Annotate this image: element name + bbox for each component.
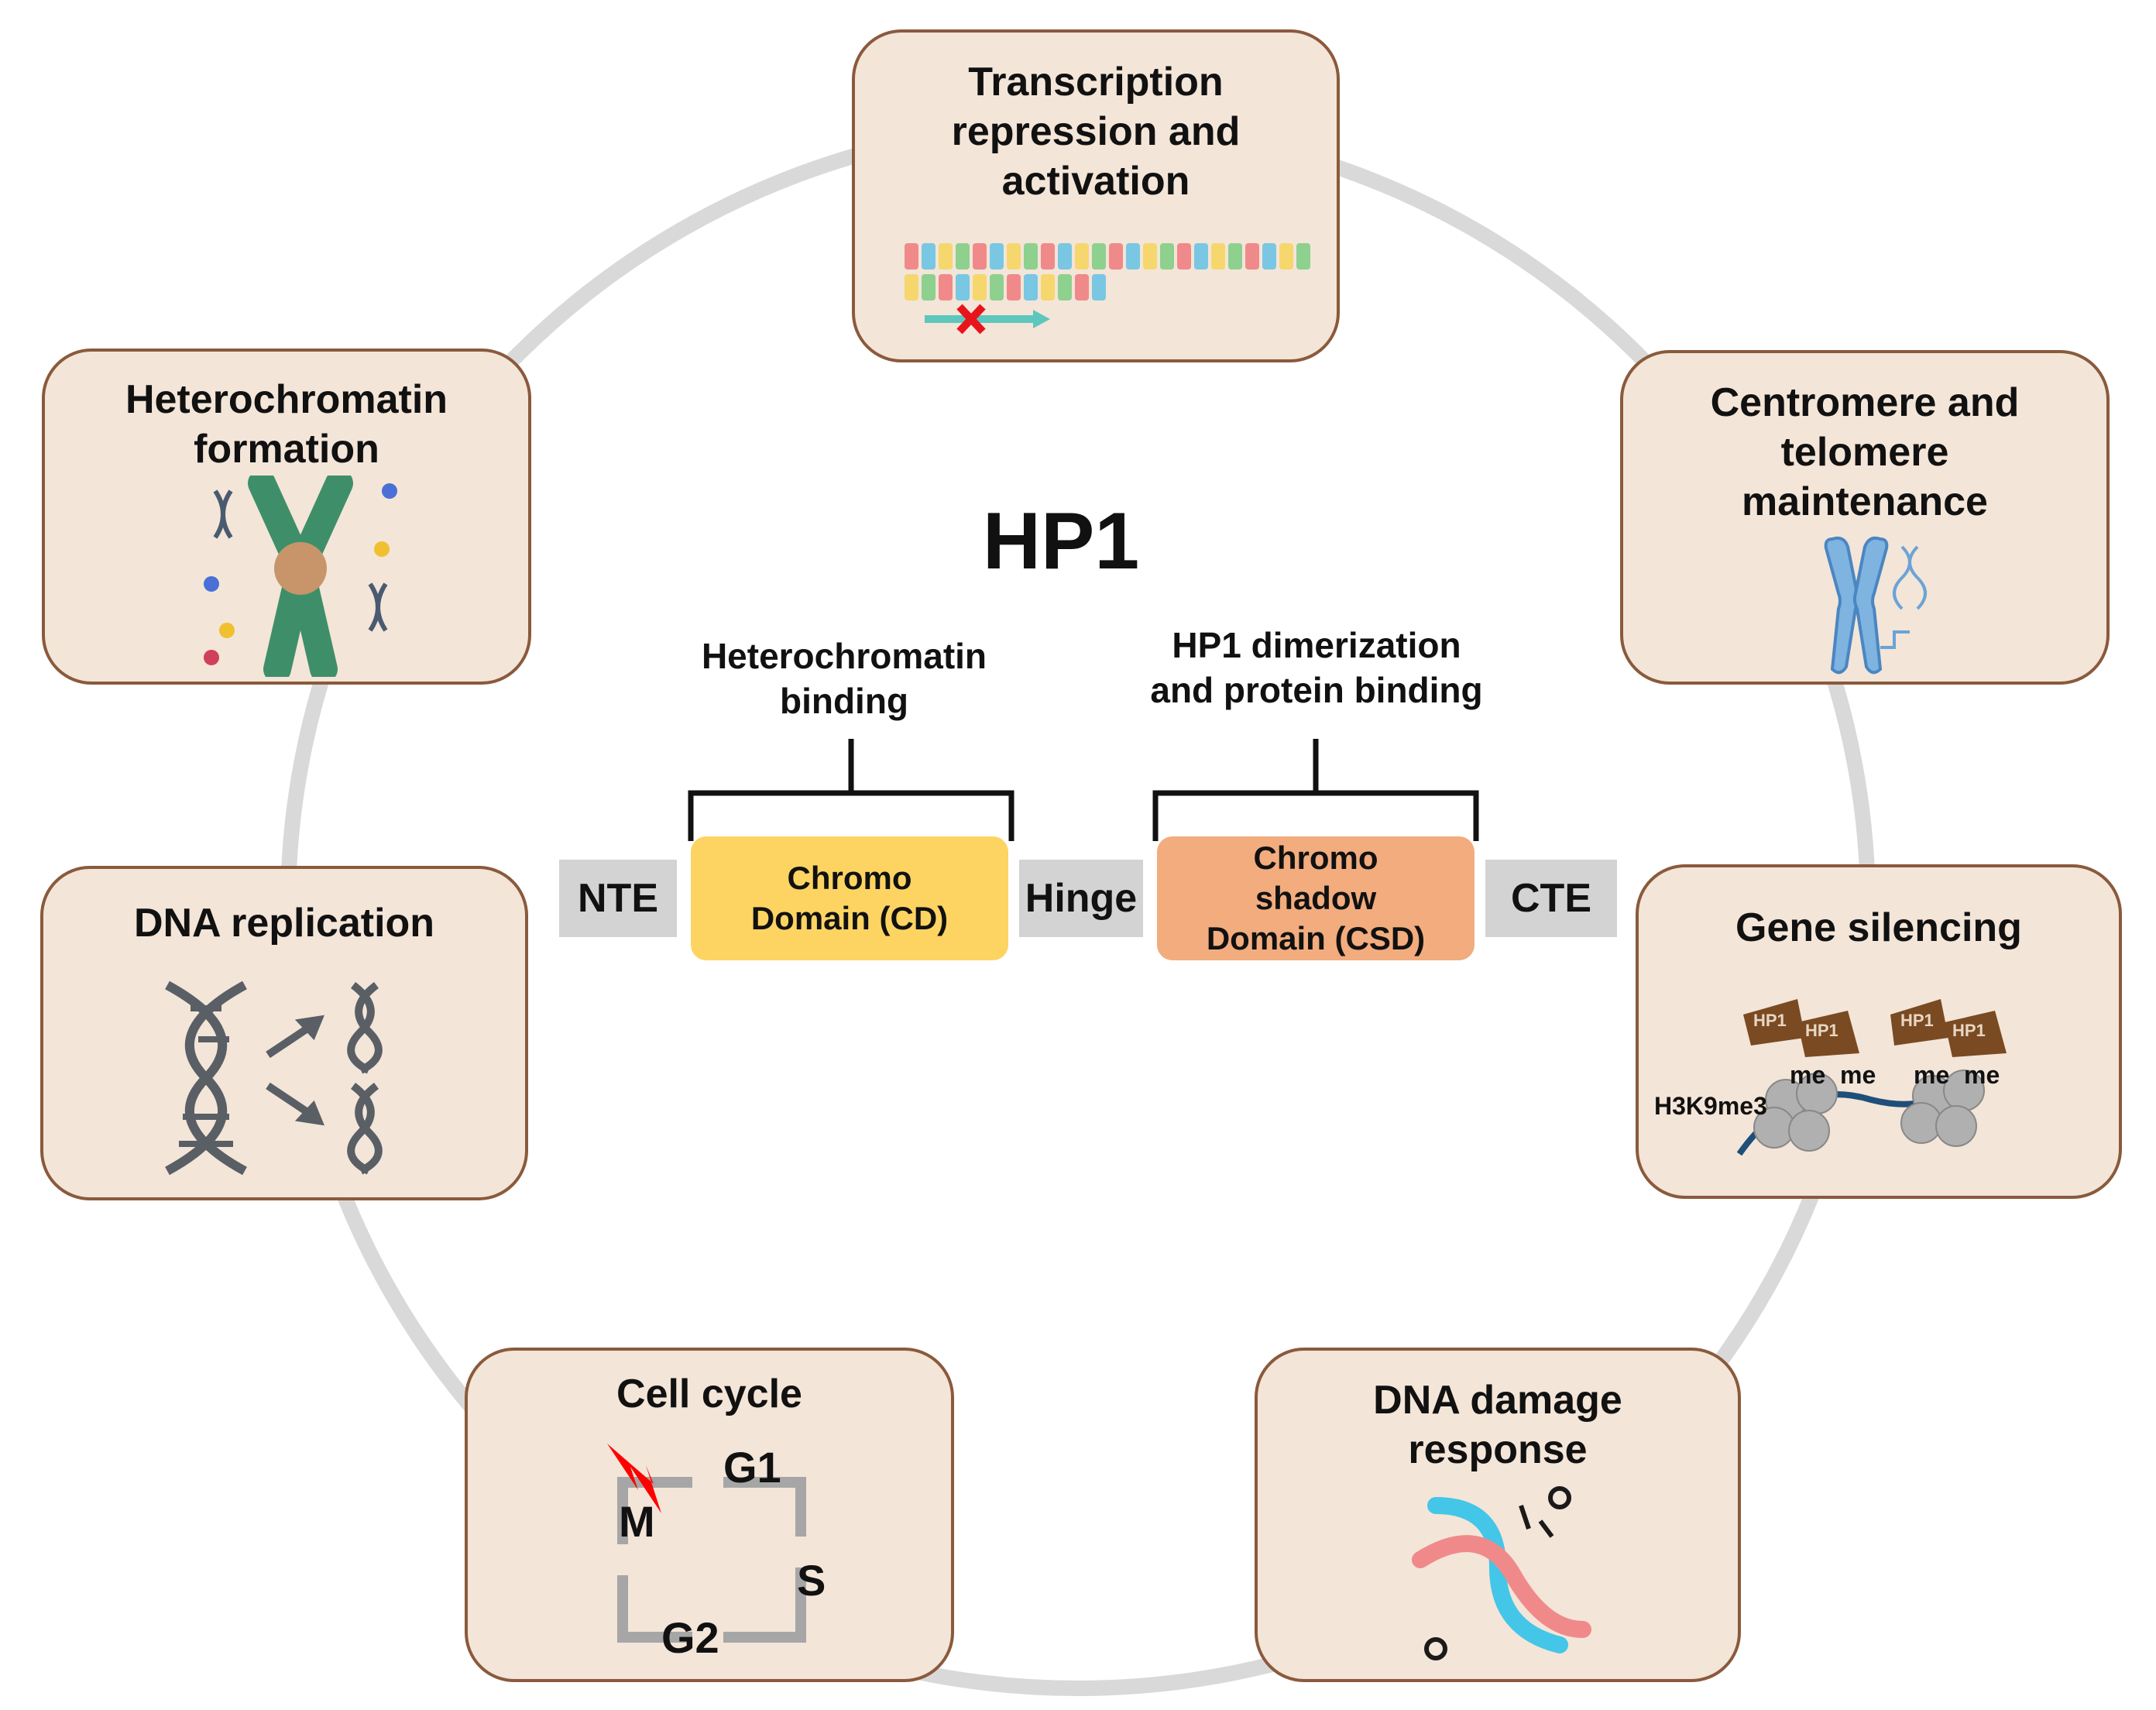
dna-replication-icon (165, 980, 383, 1176)
gs-me-label-2: me (1840, 1061, 1876, 1089)
card-dna-replication: DNA replication (40, 866, 528, 1200)
card-centromere: Centromere and telomere maintenance (1620, 350, 2110, 685)
card-cell-cycle: Cell cycle G1 M S G2 (465, 1348, 954, 1682)
hp1-nucleosome-icon (1736, 999, 2007, 1156)
nucleosome-array-icon (905, 243, 1310, 335)
card-heterochromatin-title: Heterochromatin formation (125, 377, 448, 472)
gs-h3k9me3-label: H3K9me3 (1654, 1092, 1767, 1120)
phase-s-label: S (797, 1556, 826, 1605)
card-gene-silencing-title: Gene silencing (1735, 905, 2022, 950)
gs-hp1-label-4: HP1 (1952, 1021, 1986, 1040)
gs-me-label-4: me (1964, 1061, 2000, 1089)
cell-cycle-arrows-icon (607, 1444, 806, 1643)
hp1-title: HP1 (982, 496, 1140, 586)
heterochromatin-icon (204, 476, 397, 677)
damaged-dna-icon (1412, 1486, 1591, 1660)
gs-hp1-label-1: HP1 (1753, 1011, 1787, 1030)
gs-hp1-label-3: HP1 (1900, 1011, 1934, 1030)
card-transcription: Transcription repression and activation (852, 29, 1340, 362)
chromosome-icon (1824, 536, 1927, 675)
gs-me-label-3: me (1914, 1061, 1950, 1089)
card-heterochromatin: Heterochromatin formation (42, 349, 531, 685)
segment-chromo-shadow-domain: Chromo shadow Domain (CSD) (1157, 836, 1475, 960)
card-transcription-title: Transcription repression and activation (951, 60, 1241, 204)
annotation-dimerization: HP1 dimerization and protein binding (1150, 625, 1483, 710)
bracket-cd (688, 739, 1014, 841)
bracket-csd (1152, 739, 1479, 841)
gs-me-label-1: me (1790, 1061, 1826, 1089)
card-cell-cycle-title: Cell cycle (616, 1372, 802, 1416)
phase-g2-label: G2 (661, 1613, 719, 1662)
segment-chromo-domain: Chromo Domain (CD) (691, 836, 1008, 960)
phase-m-label: M (619, 1497, 655, 1546)
segment-hinge: Hinge (1019, 860, 1143, 937)
card-gene-silencing: Gene silencing HP1 HP1 HP1 HP1 me me me … (1636, 864, 2122, 1199)
card-dna-damage: DNA damage response (1255, 1348, 1741, 1682)
card-dna-damage-title: DNA damage response (1373, 1378, 1622, 1472)
card-centromere-title: Centromere and telomere maintenance (1710, 380, 2020, 524)
annotation-heterochromatin-binding: Heterochromatin binding (701, 636, 987, 721)
segment-cte: CTE (1485, 860, 1617, 937)
card-dna-replication-title: DNA replication (133, 901, 435, 946)
gs-hp1-label-2: HP1 (1805, 1021, 1838, 1040)
phase-g1-label: G1 (723, 1443, 781, 1492)
segment-nte: NTE (559, 860, 677, 937)
